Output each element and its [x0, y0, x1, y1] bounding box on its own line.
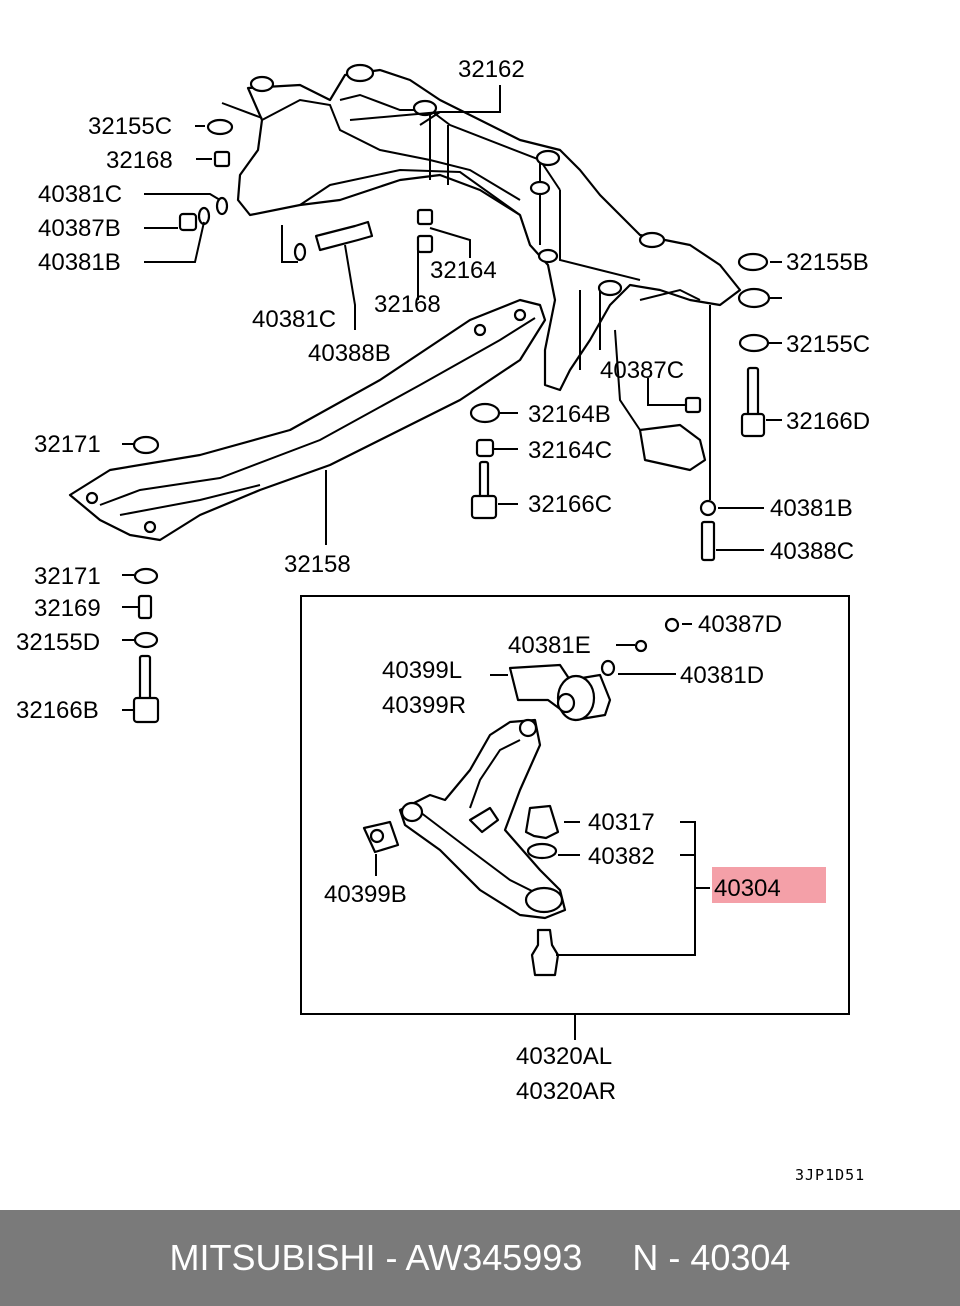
label-40381e: 40381E — [508, 632, 591, 659]
hardware-upper-left — [178, 118, 434, 262]
label-40399r: 40399R — [382, 692, 466, 719]
label-40304: 40304 — [714, 875, 781, 902]
label-32164b: 32164B — [528, 401, 611, 428]
label-40382: 40382 — [588, 843, 655, 870]
label-40317: 40317 — [588, 809, 655, 836]
label-40387b: 40387B — [38, 215, 121, 242]
label-40388b: 40388B — [308, 340, 391, 367]
label-40320al: 40320AL — [516, 1043, 612, 1070]
footer-bar: MITSUBISHI - AW345993 N - 40304 — [0, 1210, 960, 1306]
hardware-left — [132, 435, 160, 724]
label-40399b: 40399B — [324, 881, 407, 908]
label-40381b: 40381B — [38, 249, 121, 276]
label-40381c: 40381C — [38, 181, 122, 208]
lower-arm-40304 — [362, 617, 680, 977]
label-40387d: 40387D — [698, 611, 782, 638]
label-40320ar: 40320AR — [516, 1078, 616, 1105]
label-32155c: 32155C — [88, 113, 172, 140]
label-40381b: 40381B — [770, 495, 853, 522]
label-32171: 32171 — [34, 431, 101, 458]
label-40388c: 40388C — [770, 538, 854, 565]
parts-diagram: 32162 32155C 32168 40381C 40387B 40381B … — [16, 56, 870, 1184]
label-32168: 32168 — [374, 291, 441, 318]
label-40381c: 40381C — [252, 306, 336, 333]
label-40399l: 40399L — [382, 657, 462, 684]
hardware-right — [684, 252, 771, 562]
label-32168: 32168 — [106, 147, 173, 174]
label-32169: 32169 — [34, 595, 101, 622]
label-32164: 32164 — [430, 257, 497, 284]
crossmember-32158 — [68, 298, 547, 542]
crossmember-32162 — [236, 63, 742, 472]
label-32158: 32158 — [284, 551, 351, 578]
label-32171: 32171 — [34, 563, 101, 590]
label-32155d: 32155D — [16, 629, 100, 656]
label-32155b: 32155B — [786, 249, 869, 276]
part-labels: 32162 32155C 32168 40381C 40387B 40381B … — [16, 56, 870, 1184]
label-32166b: 32166B — [16, 697, 99, 724]
label-32166c: 32166C — [528, 491, 612, 518]
footer-text: MITSUBISHI - AW345993 N - 40304 — [169, 1237, 791, 1278]
hardware-center — [469, 402, 501, 520]
leader-lines — [122, 85, 782, 1040]
label-32164c: 32164C — [528, 437, 612, 464]
highlight-40304 — [712, 867, 826, 903]
label-32162: 32162 — [458, 56, 525, 83]
label-40381d: 40381D — [680, 662, 764, 689]
label-40387c: 40387C — [600, 357, 684, 384]
label-32166d: 32166D — [786, 408, 870, 435]
diagram-code: 3JP1D51 — [795, 1166, 865, 1184]
label-32155c: 32155C — [786, 331, 870, 358]
